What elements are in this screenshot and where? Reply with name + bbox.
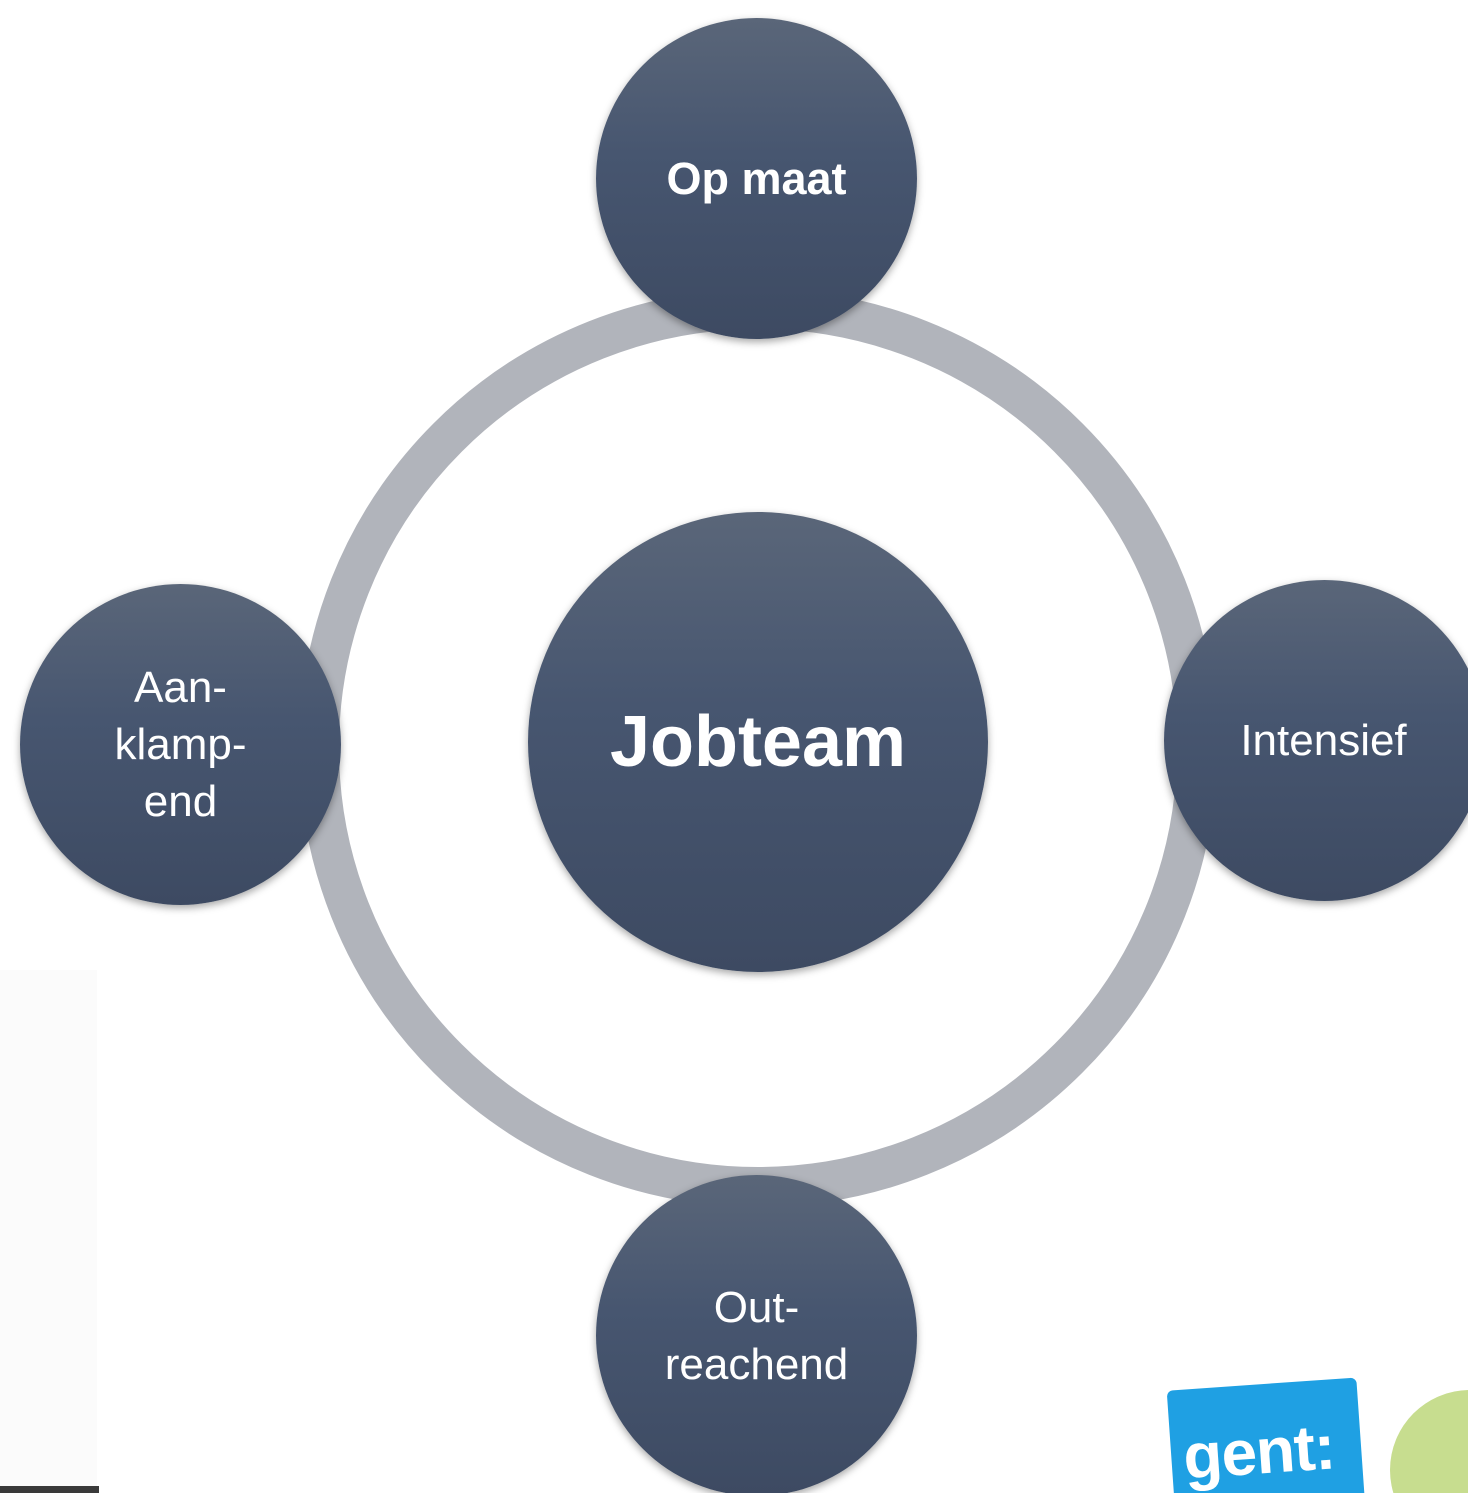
left-edge-bar [0,1486,99,1493]
gent-logo-text: gent: [1180,1410,1337,1493]
node-bottom-label: Out- reachend [664,1282,849,1389]
left-edge-panel [0,970,97,1493]
node-left-label: Aan- klamp- end [114,663,247,826]
node-right-label: Intensief [1240,715,1407,765]
logo-green-circle [1390,1390,1468,1493]
node-left: Aan- klamp- end [20,584,341,905]
gent-logo: gent: [1166,1377,1366,1493]
node-top-label: Op maat [666,152,847,204]
center-node: Jobteam [528,512,988,972]
node-top: Op maat [596,18,917,339]
center-node-label: Jobteam [609,702,907,782]
node-bottom: Out- reachend [596,1175,917,1493]
node-right: Intensief [1164,580,1468,901]
